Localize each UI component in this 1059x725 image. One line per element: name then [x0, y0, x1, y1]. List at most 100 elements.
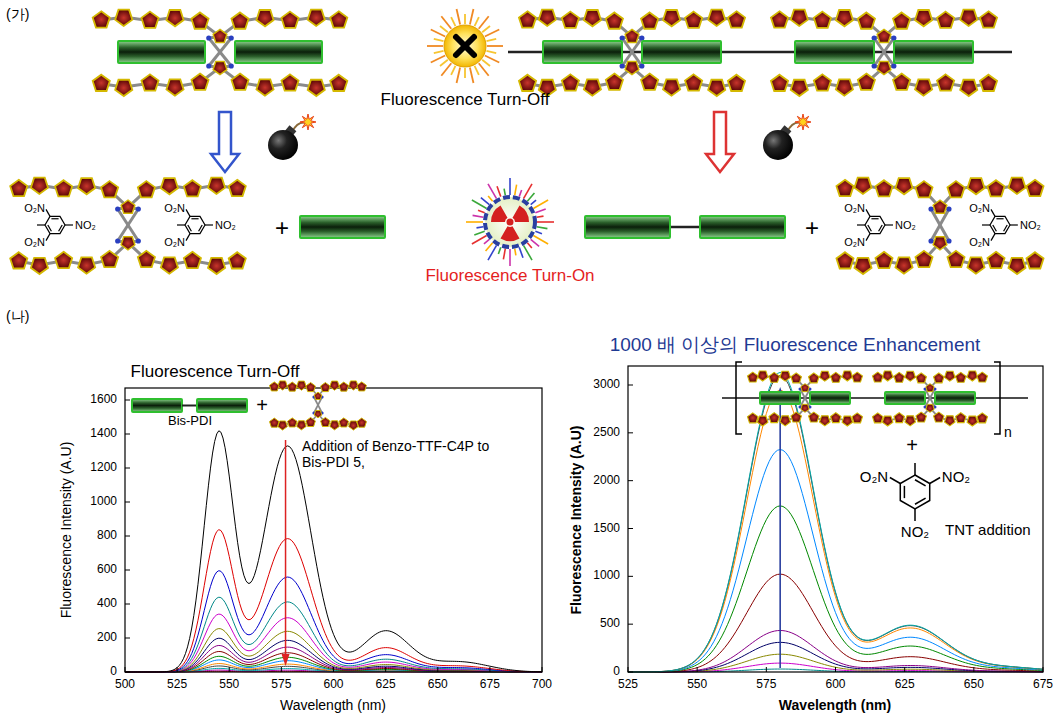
calixpyrrole-cage: [987, 252, 1004, 268]
calixpyrrole-cage: [101, 251, 118, 267]
fluorescence-on-icon: [535, 231, 542, 233]
tnt-molecule: [1010, 224, 1018, 225]
calixpyrrole-cage: [915, 79, 932, 95]
calixpyrrole-cage: [708, 80, 725, 96]
fluorescence-off-icon: [479, 16, 489, 29]
calixpyrrole-cage: [270, 382, 280, 391]
calixpyrrole-cage: [330, 421, 340, 430]
calixpyrrole-cage: [967, 416, 977, 426]
calixpyrrole-cage: [780, 416, 790, 426]
calixpyrrole-cage: [801, 404, 809, 412]
calixpyrrole-cage: [93, 75, 110, 91]
bomb-icon: [268, 130, 298, 160]
fluorescence-off-icon: [482, 60, 490, 66]
calixpyrrole-cage: [357, 382, 367, 391]
tick-label: 1400: [90, 427, 117, 441]
tick-label: 575: [271, 678, 291, 692]
calixpyrrole-cage: [875, 180, 892, 196]
pdi-bar: [585, 216, 670, 238]
calixpyrrole-cage: [934, 373, 944, 383]
tick-label: 200: [97, 631, 117, 645]
tick-label: 400: [97, 597, 117, 611]
calixpyrrole-cage: [947, 251, 964, 267]
calixpyrrole-cage: [946, 206, 951, 211]
tnt-molecule: [857, 209, 893, 240]
fluorescence-off-icon: [434, 39, 444, 41]
tnt-molecule: [186, 234, 190, 241]
plus-sign: +: [906, 434, 918, 457]
calixpyrrole-cage: [339, 418, 349, 427]
tick-label: 625: [376, 678, 396, 692]
fluorescence-on-icon: [497, 186, 501, 196]
fluorescence-on-icon: [515, 185, 517, 196]
calixpyrrole-cage: [780, 371, 790, 381]
calixpyrrole-cage: [115, 80, 132, 96]
calixpyrrole-cage: [873, 372, 883, 382]
axis-title: Wavelength (nm): [779, 697, 891, 713]
calixpyrrole-cage: [915, 10, 932, 26]
calixpyrrole-cage: [55, 180, 72, 196]
calixpyrrole-cage: [625, 62, 639, 75]
calixpyrrole-cage: [606, 12, 623, 28]
spectrum-curve: [125, 530, 542, 672]
axis-ticks: [628, 385, 633, 386]
fluorescence-on-icon: [531, 200, 536, 204]
fluorescence-on-icon: [477, 227, 484, 228]
spectrum-curve: [628, 375, 1043, 672]
calixpyrrole-cage: [562, 74, 579, 90]
calixpyrrole-cage: [625, 29, 639, 42]
tick-label: 625: [895, 678, 915, 692]
axis-ticks: [125, 385, 1043, 672]
pdi-bar: [894, 41, 973, 63]
calixpyrrole-cage: [685, 74, 702, 90]
calixpyrrole-cage: [905, 371, 915, 381]
bomb-icon: [300, 114, 316, 130]
tnt-molecule: [904, 486, 906, 498]
calixpyrrole-cage: [945, 416, 955, 426]
trend-arrow: [282, 654, 290, 666]
panel-label: (나): [6, 308, 29, 324]
calixpyrrole-cage: [877, 29, 891, 42]
calixpyrrole-cage: [231, 12, 248, 28]
pdi-bar: [543, 41, 622, 63]
axis-ticks: [125, 400, 130, 401]
calixpyrrole-cage: [208, 178, 225, 194]
tick-label: 600: [323, 678, 343, 692]
calixpyrrole-cage: [708, 10, 725, 26]
pdi-bar: [132, 399, 182, 412]
calixpyrrole-cage: [641, 74, 658, 90]
calixpyrrole-cage: [842, 371, 852, 381]
tnt-molecule: [930, 478, 940, 484]
calixpyrrole-cage: [136, 206, 141, 211]
calixpyrrole-cage: [956, 372, 966, 382]
calixpyrrole-cage: [281, 12, 298, 28]
tnt-molecule: [990, 216, 1010, 233]
plot-frame: [125, 388, 542, 672]
tick-label: 650: [428, 678, 448, 692]
calixpyrrole-cage: [769, 372, 779, 382]
calixpyrrole-cage: [31, 178, 48, 194]
chart-title: 1000 배 이상의 Fluorescence Enhancement: [610, 334, 981, 356]
tnt-molecule: [1004, 225, 1008, 231]
calixpyrrole-cage: [115, 10, 132, 26]
axis-ticks: [542, 667, 543, 672]
fluorescence-on-icon: [519, 247, 523, 257]
fluorescence-off-icon: [434, 51, 444, 53]
calixpyrrole-cage: [728, 11, 745, 27]
nitro-group: NO₂: [901, 523, 929, 540]
calixpyrrole-cage: [831, 372, 841, 382]
fluorescence-on-icon: [535, 209, 545, 213]
calixpyrrole-cage: [882, 416, 892, 426]
calixpyrrole-cage: [836, 79, 853, 95]
pdi-bar: [642, 41, 721, 63]
tnt-molecule: [871, 218, 878, 219]
calixpyrrole-cage: [620, 35, 625, 40]
calixpyrrole-cage: [138, 251, 155, 267]
calixpyrrole-cage: [873, 371, 988, 426]
annotation: TNT addition: [945, 521, 1031, 538]
pdi-bar: [894, 41, 973, 63]
tnt-molecule: [982, 209, 1018, 240]
calixpyrrole-cage: [933, 200, 947, 213]
calixpyrrole-cage: [256, 79, 273, 95]
